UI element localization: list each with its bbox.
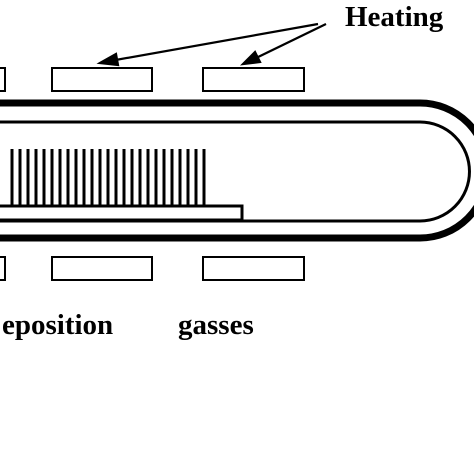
tube-inner-wall — [0, 120, 471, 223]
heating-label: Heating — [345, 1, 444, 33]
heating-arrows — [96, 22, 327, 67]
arrow-line-2 — [251, 23, 327, 61]
bottom-heating-elements — [0, 256, 305, 281]
tube — [0, 99, 474, 242]
heating-element-bottom-1 — [51, 256, 153, 281]
tube-outer-wall — [0, 99, 474, 242]
heating-element-top-2 — [202, 67, 305, 92]
arrow-line-1 — [109, 22, 319, 63]
deposition-label: eposition — [2, 309, 113, 341]
heating-element-top-1 — [51, 67, 153, 92]
substrate-plate — [0, 204, 244, 222]
heating-element-top-0 — [0, 67, 6, 92]
top-heating-elements — [0, 67, 305, 92]
arrowhead-1 — [96, 52, 120, 67]
fins — [10, 149, 206, 206]
arrowhead-2 — [239, 50, 262, 66]
heating-element-bottom-2 — [202, 256, 305, 281]
heating-element-bottom-0 — [0, 256, 6, 281]
gasses-label: gasses — [178, 309, 254, 341]
